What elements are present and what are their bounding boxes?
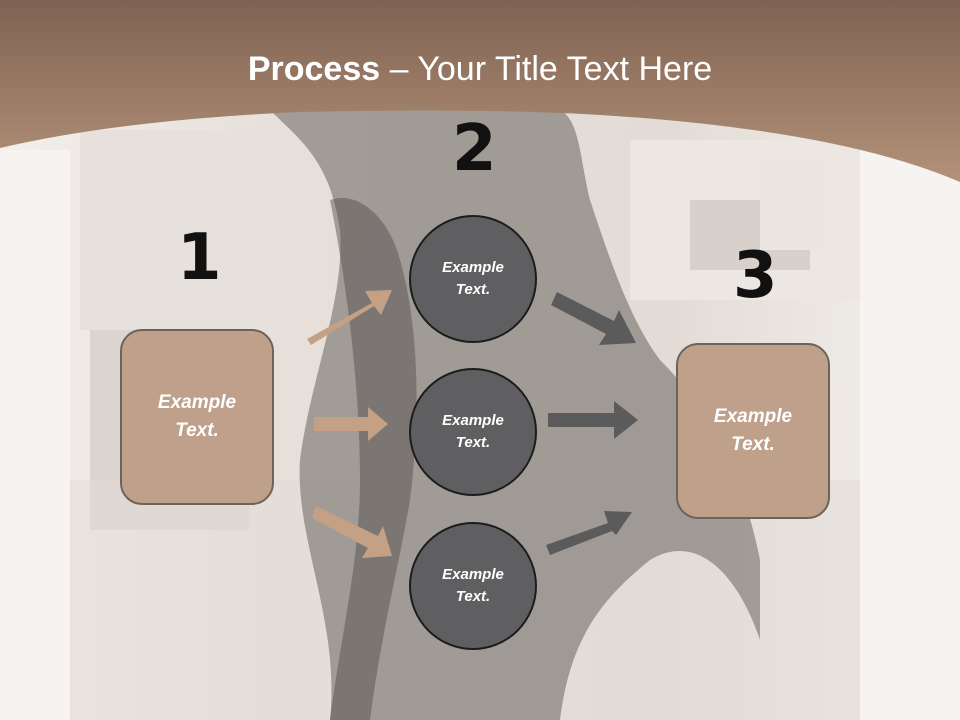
step-number-3: 3 [733,239,778,313]
step-number-1: 1 [177,221,222,295]
step-box-3-text: Example Text. [713,405,793,456]
circle-2-text: Example Text. [442,411,504,452]
title-rest: – Your Title Text Here [380,50,713,88]
title-bold: Process [247,50,381,88]
step-box-1-text: Example Text. [157,391,237,442]
circle-1: Example Text. [409,215,537,343]
circle-3-text: Example Text. [442,565,504,606]
step-number-2: 2 [452,112,497,186]
circle-3: Example Text. [409,522,537,650]
circle-1-text: Example Text. [442,258,504,299]
circle-2: Example Text. [409,368,537,496]
step-box-3: Example Text. [676,343,830,519]
step-box-1: Example Text. [120,329,274,505]
slide-title: Process – Your Title Text Here [0,50,960,89]
